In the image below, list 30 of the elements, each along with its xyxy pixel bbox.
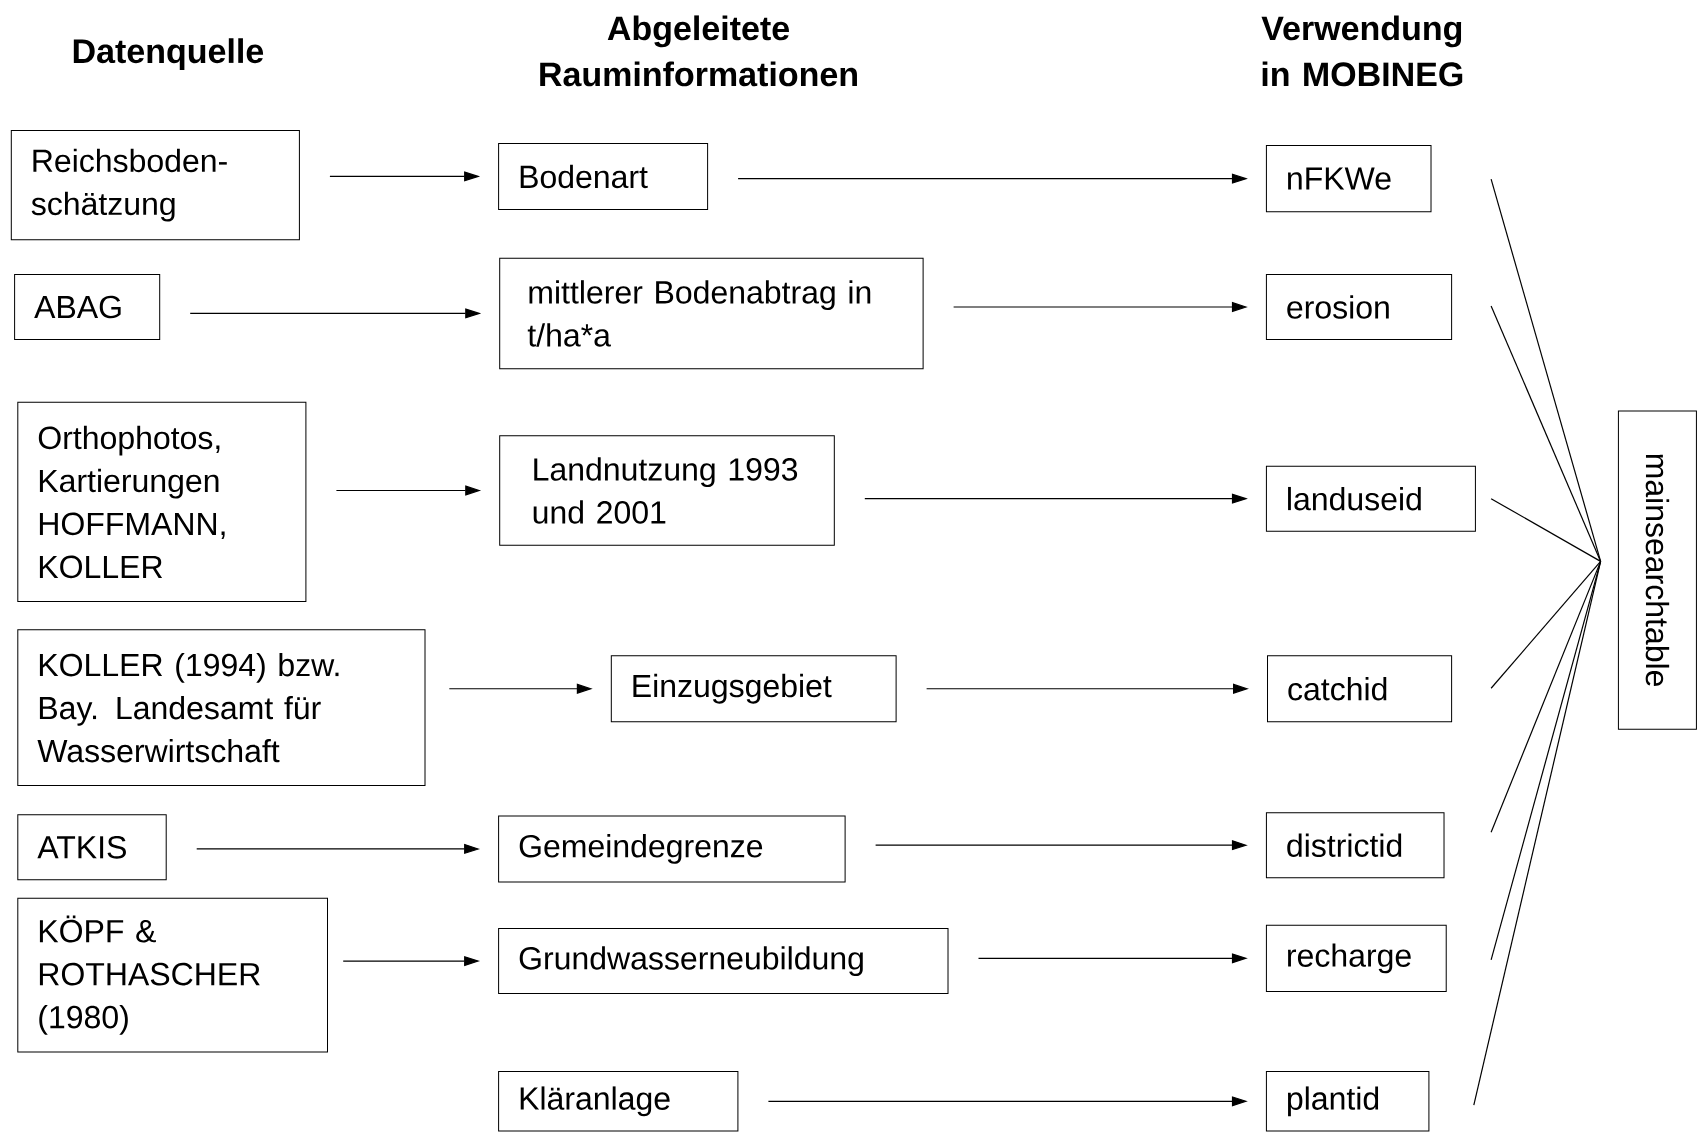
column-heading: Abgeleitete Rauminformationen bbox=[540, 15, 857, 87]
connector-line bbox=[1490, 560, 1602, 833]
process-box: Einzugsgebiet bbox=[610, 655, 897, 723]
process-box: Reichsboden-schätzung bbox=[10, 129, 300, 241]
process-box: Bodenart bbox=[498, 142, 709, 210]
table-box: mainsearchtable bbox=[1617, 410, 1697, 730]
process-box: ATKIS bbox=[17, 814, 167, 881]
connector-line bbox=[1473, 560, 1602, 1106]
table-box: districtid bbox=[1265, 812, 1445, 879]
connector-line bbox=[1490, 560, 1602, 689]
table-box: catchid bbox=[1267, 655, 1453, 723]
process-box: mittlerer Bodenabtrag in t/ha*a bbox=[499, 257, 924, 370]
table-box: plantid bbox=[1265, 1071, 1430, 1132]
connector-line bbox=[1490, 305, 1602, 562]
connector-line bbox=[1490, 498, 1602, 562]
table-box: recharge bbox=[1265, 924, 1447, 992]
table-box: nFKWe bbox=[1265, 145, 1432, 213]
process-box: Landnutzung 1993 und 2001 bbox=[499, 435, 835, 546]
process-box: ABAG bbox=[14, 274, 161, 340]
process-box: KÖPF & ROTHASCHER (1980) bbox=[17, 897, 328, 1053]
process-box: Kläranlage bbox=[498, 1071, 739, 1132]
process-box: Orthophotos, Kartierungen HOFFMANN, KOLLER bbox=[17, 401, 307, 603]
table-box: erosion bbox=[1265, 274, 1453, 340]
process-box: Gemeindegrenze bbox=[498, 815, 846, 883]
column-heading: Verwendung in MOBINEG bbox=[1261, 15, 1463, 87]
process-box: Grundwasserneubildung bbox=[498, 928, 949, 995]
column-heading: Datenquelle bbox=[73, 38, 264, 70]
connector-line bbox=[1490, 178, 1602, 562]
table-box: landuseid bbox=[1265, 465, 1476, 532]
process-box: KOLLER (1994) bzw. Bay. Landesamt für Wasserwirtschaft bbox=[17, 629, 426, 787]
